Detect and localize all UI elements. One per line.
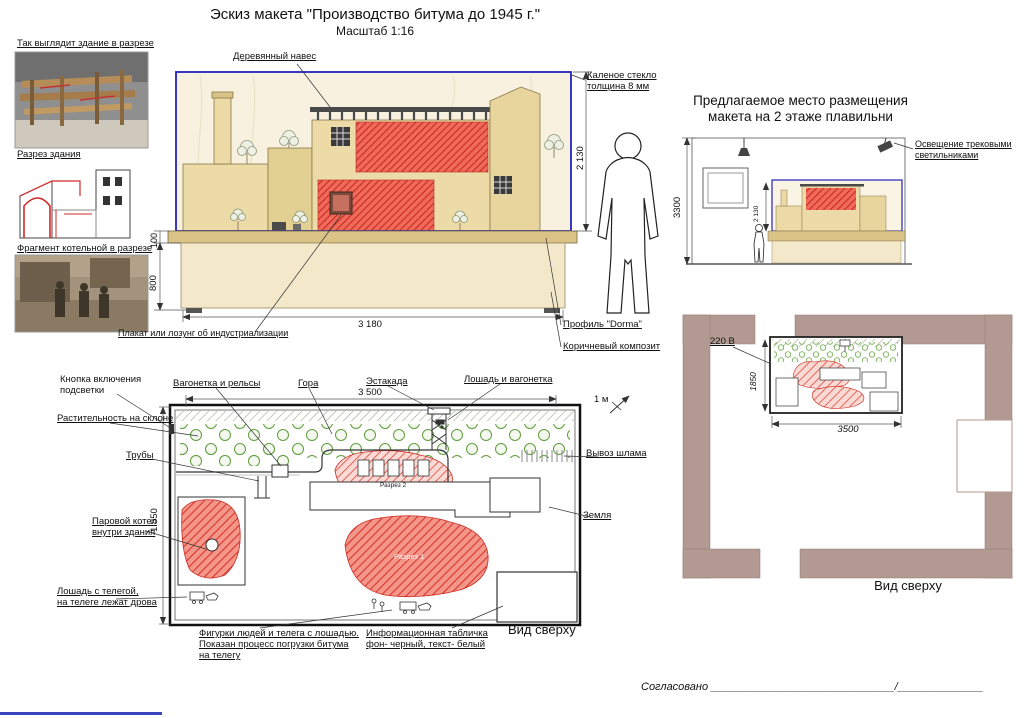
vegetation-slope: [180, 450, 300, 466]
slag-road: [520, 450, 575, 462]
ground-label: Земля: [583, 510, 612, 521]
photo-boiler-room: [14, 254, 149, 333]
placement-title-line2: макета на 2 этаже плавильни: [708, 109, 893, 124]
pipes-label: Трубы: [126, 450, 154, 461]
page-edge-line: [0, 712, 162, 715]
placement-plan-dimensions: [761, 339, 902, 428]
loading-figures: [371, 598, 432, 614]
glass-label-line2: толщина 8 мм: [587, 81, 650, 92]
approval-line: Согласовано ____________________________…: [641, 681, 984, 693]
plaque-label-line1: Информационная табличка: [366, 628, 488, 639]
pipes: [254, 476, 270, 499]
photo2-caption: Фрагмент котельной в разрезе: [17, 243, 153, 254]
boiler-building: [177, 496, 246, 586]
window-grid-2: [494, 176, 512, 194]
power-label: 220 В: [710, 336, 735, 347]
dim-model-depth: 1850: [748, 372, 758, 391]
elevation-leaders: [254, 63, 586, 348]
info-plaque-zone: [496, 571, 578, 623]
lighting-label-line2: светильниками: [915, 150, 979, 160]
red-section-1: [344, 515, 489, 598]
composite-label: Коричневый композит: [563, 341, 661, 352]
canopy-label: Деревянный навес: [233, 51, 317, 62]
plaque-label-line2: фон- черный, текст- белый: [366, 639, 486, 650]
page-subtitle: Масштаб 1:16: [335, 24, 415, 38]
section-drawing-caption: Разрез здания: [17, 149, 81, 160]
building-section-drawing: [15, 160, 152, 242]
dim-plan-width: 3 500: [358, 387, 382, 398]
horse-cart-label-line2: на телеге лежат дрова: [57, 597, 157, 608]
placement-elevation: [682, 137, 914, 265]
photo1-caption: Так выглядит здание в разрезе: [17, 38, 154, 49]
slag-label: Вывоз шлама: [586, 448, 647, 459]
human-figure-mini: [753, 224, 765, 263]
table-base: [167, 230, 578, 313]
human-figure: [597, 132, 659, 314]
figures-label-line1: Фигурки людей и телега с лошадью.: [199, 628, 359, 639]
track-light-2: [877, 137, 894, 153]
boiler-label-line2: внутри здания: [92, 527, 156, 538]
mountain-label: Гора: [298, 378, 319, 389]
dim-plan-height: 1 850: [149, 508, 160, 532]
dim-slab-height: 100: [149, 232, 159, 248]
placement-top-view-label: Вид сверху: [874, 578, 942, 593]
lighting-label-line1: Освещение трековыми: [915, 139, 1012, 149]
glass-label-line1: Каленое стекло: [587, 70, 657, 81]
horse-cart-icon: [189, 591, 219, 604]
placement-plan: [682, 314, 1013, 579]
section2-label: Разрез 2: [380, 482, 407, 489]
trestle: [427, 407, 451, 450]
elevation-drawing: [154, 63, 659, 348]
model-mini-elevation: [767, 179, 906, 264]
site-plan: [109, 383, 630, 629]
dim-room-height: 3300: [672, 196, 683, 218]
plan-top-view-label: Вид сверху: [508, 622, 576, 637]
scale-label: 1 м: [594, 394, 609, 405]
model-mini-plan: [769, 336, 903, 414]
figures-label-line2: Показан процесс погрузки битума: [199, 639, 349, 650]
shrub-strip: [176, 411, 574, 421]
wall-opening: [956, 419, 1013, 493]
figures-label-line3: на телегу: [199, 650, 241, 661]
dim-model-width: 3500: [837, 424, 859, 435]
scale-arrow: [609, 395, 630, 414]
dim-base-height: 800: [148, 275, 159, 291]
horse-trolley-label: Лошадь и вагонетка: [464, 374, 553, 385]
right-building: [489, 477, 541, 513]
vegetation-label: Растительность на склоне: [57, 413, 174, 424]
site-plan-dimensions: [159, 395, 557, 625]
light-button-label-line2: подсветки: [60, 385, 105, 396]
rails: [176, 464, 300, 478]
window-grid: [331, 127, 350, 146]
trolley-rails-label: Вагонетка и рельсы: [173, 378, 261, 389]
wooden-canopy: [310, 107, 502, 120]
elevation-dimensions: [154, 71, 592, 322]
horse-cart-label-line1: Лошадь с телегой,: [57, 586, 139, 597]
placement-dimensions: [682, 137, 770, 265]
dim-base-width: 3 180: [358, 319, 382, 330]
poster-frame: [329, 191, 353, 215]
dim-model-height-mini: 2 130: [753, 205, 760, 222]
wall-picture-frame: [702, 167, 749, 209]
dim-case-height: 2 130: [575, 146, 586, 170]
page-title: Эскиз макета "Производство битума до 194…: [209, 6, 541, 23]
site-plan-leaders: [109, 383, 599, 629]
track-light-1: [738, 138, 750, 156]
photo-building-model: [14, 51, 149, 149]
room-walls: [682, 314, 1013, 579]
light-button-label-line1: Кнопка включения: [60, 374, 142, 385]
red-section-upper: [355, 121, 489, 173]
poster-label: Плакат или лозунг об индустриализации: [118, 328, 289, 338]
section1-label: Разрез 1: [394, 552, 425, 561]
profile-label: Профиль "Dorma": [563, 319, 642, 330]
placement-title-line1: Предлагаемое место размещения: [693, 93, 908, 108]
loop-buildings: [357, 459, 430, 477]
boiler-label-line1: Паровой котел: [92, 516, 157, 527]
trestle-label: Эстакада: [366, 376, 408, 387]
